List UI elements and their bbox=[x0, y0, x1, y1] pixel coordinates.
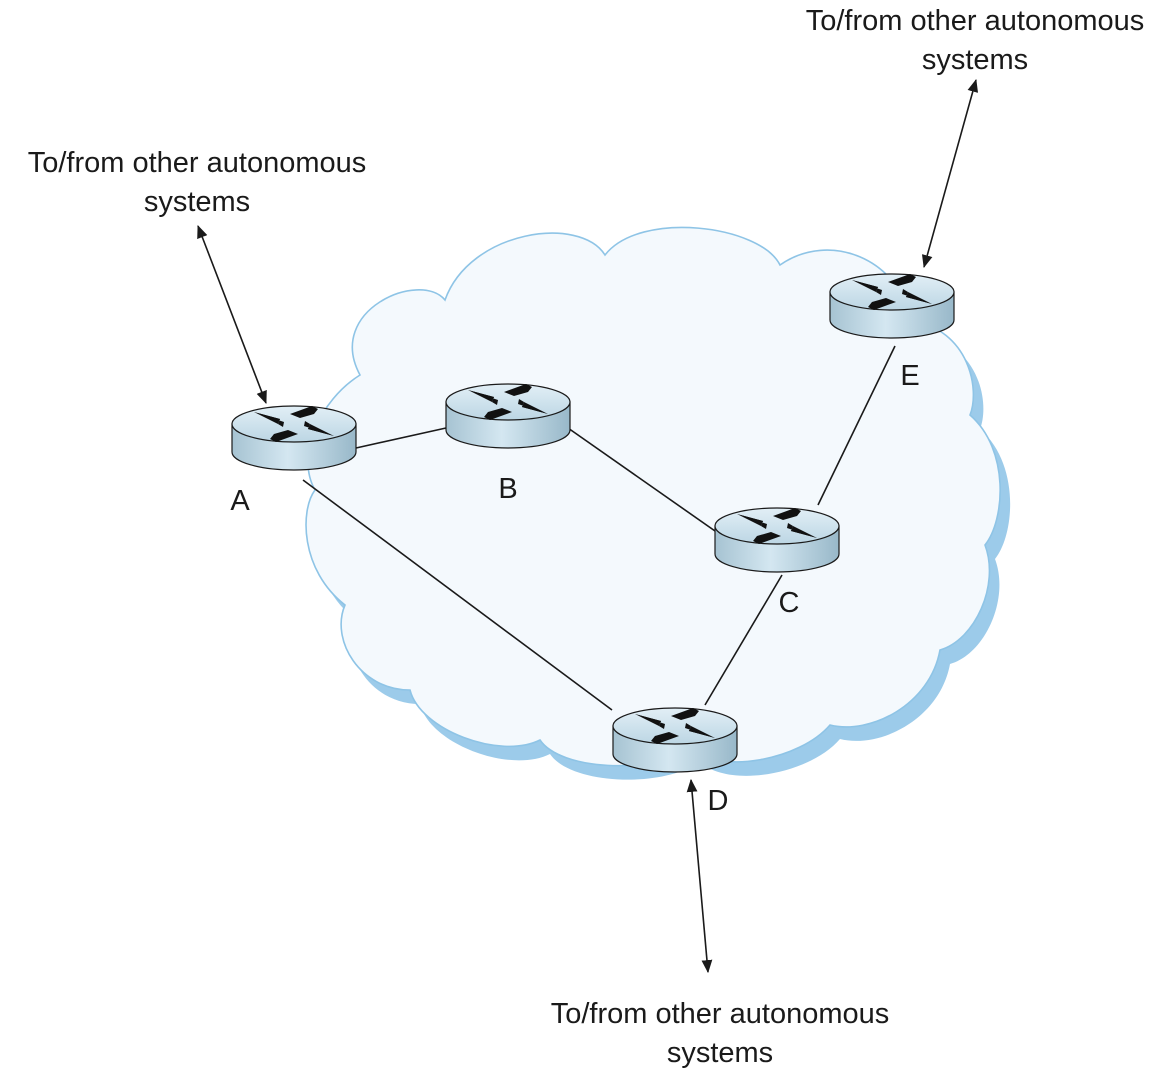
external-arrow-a bbox=[197, 224, 267, 405]
cloud-autonomous-system bbox=[305, 226, 1001, 767]
external-label-top-right-line2: systems bbox=[922, 44, 1028, 76]
external-label-top-right-line1: To/from other autonomous bbox=[806, 5, 1145, 37]
router-c-icon bbox=[714, 507, 840, 573]
router-a-label: A bbox=[230, 485, 250, 517]
link-c-e bbox=[817, 345, 896, 506]
link-a-b bbox=[355, 427, 447, 449]
external-arrow-d bbox=[686, 778, 713, 974]
router-b-label: B bbox=[498, 473, 517, 505]
external-label-bottom-line1: To/from other autonomous bbox=[551, 998, 890, 1030]
router-e-label: E bbox=[900, 360, 919, 392]
link-b-c bbox=[567, 427, 736, 546]
external-arrow-e bbox=[921, 78, 979, 269]
external-label-bottom-line2: systems bbox=[667, 1037, 773, 1069]
external-label-top-left-line1: To/from other autonomous bbox=[28, 147, 367, 179]
router-a-icon bbox=[231, 405, 357, 471]
router-d-label: D bbox=[708, 785, 729, 817]
link-a-d bbox=[302, 479, 613, 711]
external-label-top-left-line2: systems bbox=[144, 186, 250, 218]
link-c-d bbox=[704, 574, 783, 706]
router-b-icon bbox=[445, 383, 571, 449]
router-d-icon bbox=[612, 707, 738, 773]
router-c-label: C bbox=[779, 587, 800, 619]
router-e-icon bbox=[829, 273, 955, 339]
